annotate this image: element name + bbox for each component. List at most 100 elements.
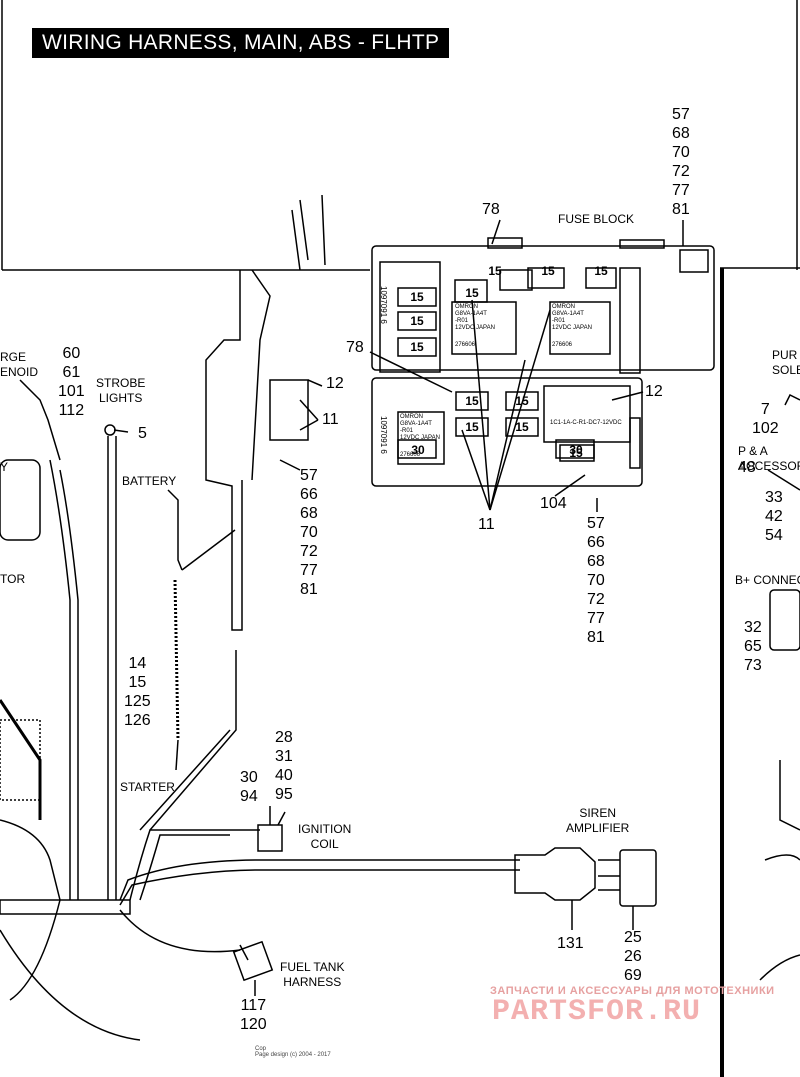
fuse-slot (505, 417, 539, 437)
left-battery-cable (0, 719, 41, 801)
siren-connector (619, 849, 657, 907)
watermark-logo: PARTSFOR.RU (492, 995, 702, 1029)
ignition-coil-connector (257, 824, 283, 852)
purge-connector (19, 379, 61, 461)
callout-78-left: 78 (346, 339, 364, 356)
fuse-block-lower (371, 377, 643, 487)
fuse-value: 15 (594, 264, 608, 278)
diagram-title: WIRING HARNESS, MAIN, ABS - FLHTP (32, 28, 450, 58)
fuse-slot (499, 269, 533, 291)
fuse-value: 15 (410, 340, 424, 354)
tab (619, 239, 665, 249)
harness-wire (129, 829, 260, 901)
left-label-tor: TOR (0, 572, 26, 586)
fuse-value: 30 (411, 443, 425, 457)
battery-label: BATTERY (122, 474, 177, 488)
fuse-value: 15 (465, 420, 479, 434)
fuse-slot (397, 439, 437, 459)
fuse-value: 30 (569, 443, 583, 457)
watermark-tagline: ЗАПЧАСТИ И АКСЕССУАРЫ ДЛЯ МОТОТЕХНИКИ (490, 985, 775, 997)
fuse-slot (505, 391, 539, 411)
harness-wire (119, 869, 520, 906)
relay-4 (543, 385, 631, 443)
right-bplus-label: B+ CONNEC (735, 573, 800, 587)
fuse-value: 15 (465, 286, 479, 300)
fuel-tank-connector (232, 940, 274, 982)
harness-clamp (0, 899, 131, 915)
fuse-value: 15 (515, 394, 529, 408)
fuse-side (619, 267, 641, 374)
fuse-slot (397, 311, 437, 331)
tab (487, 237, 523, 249)
b-plus-connector (769, 589, 800, 651)
fuse-value: 15 (488, 264, 502, 278)
relay-3 (397, 411, 445, 465)
fuse-value: 15 (541, 264, 555, 278)
fuse-value: 15 (569, 446, 583, 460)
harness-wire (59, 469, 79, 900)
left-label-y: Y (0, 460, 9, 474)
relay-2 (549, 301, 611, 355)
strobe-ring (104, 424, 116, 436)
harness-wire (119, 909, 241, 953)
tab (679, 249, 709, 273)
fuse-value: 15 (410, 314, 424, 328)
callout-5: 5 (138, 425, 147, 442)
fuse-slot (397, 287, 437, 307)
harness-wire (149, 650, 237, 831)
callout-104: 104 (540, 495, 567, 512)
small-relay-label: 1C1-1A-C-R1-DC7-12VDC (550, 420, 622, 426)
callout-11-bottom: 11 (478, 516, 495, 533)
fuse-value: 15 (465, 394, 479, 408)
harness-wire (139, 729, 231, 831)
fuse-slot (397, 337, 437, 357)
part-number: 1097091 6 (379, 416, 388, 454)
callout-12-right: 12 (645, 383, 663, 400)
fuse-slot (585, 267, 617, 289)
harness-wire (119, 859, 520, 901)
fuse-block-label: FUSE BLOCK (558, 212, 635, 226)
battery-cable (173, 579, 180, 741)
starter-label: STARTER (120, 780, 175, 794)
part-number: 1097091 6 (379, 286, 388, 324)
callout-11-mid: 11 (322, 411, 339, 428)
fuse-slot (527, 267, 565, 289)
harness-wire (49, 459, 71, 900)
harness-wire (139, 834, 230, 901)
fuse-value: 15 (515, 420, 529, 434)
left-device (0, 459, 41, 541)
callout-right-48: 48 (738, 459, 756, 476)
relay-stack (269, 379, 309, 441)
right-purge-label: PURSOLE (772, 348, 800, 377)
callout-12-mid: 12 (326, 375, 344, 392)
siren-amplifier (514, 847, 596, 901)
fuse-slot (455, 417, 489, 437)
callout-131: 131 (557, 935, 584, 952)
callout-78-top: 78 (482, 201, 500, 218)
fuse-slot (559, 444, 595, 462)
relay-1 (451, 301, 517, 355)
fuse-slot (455, 391, 489, 411)
